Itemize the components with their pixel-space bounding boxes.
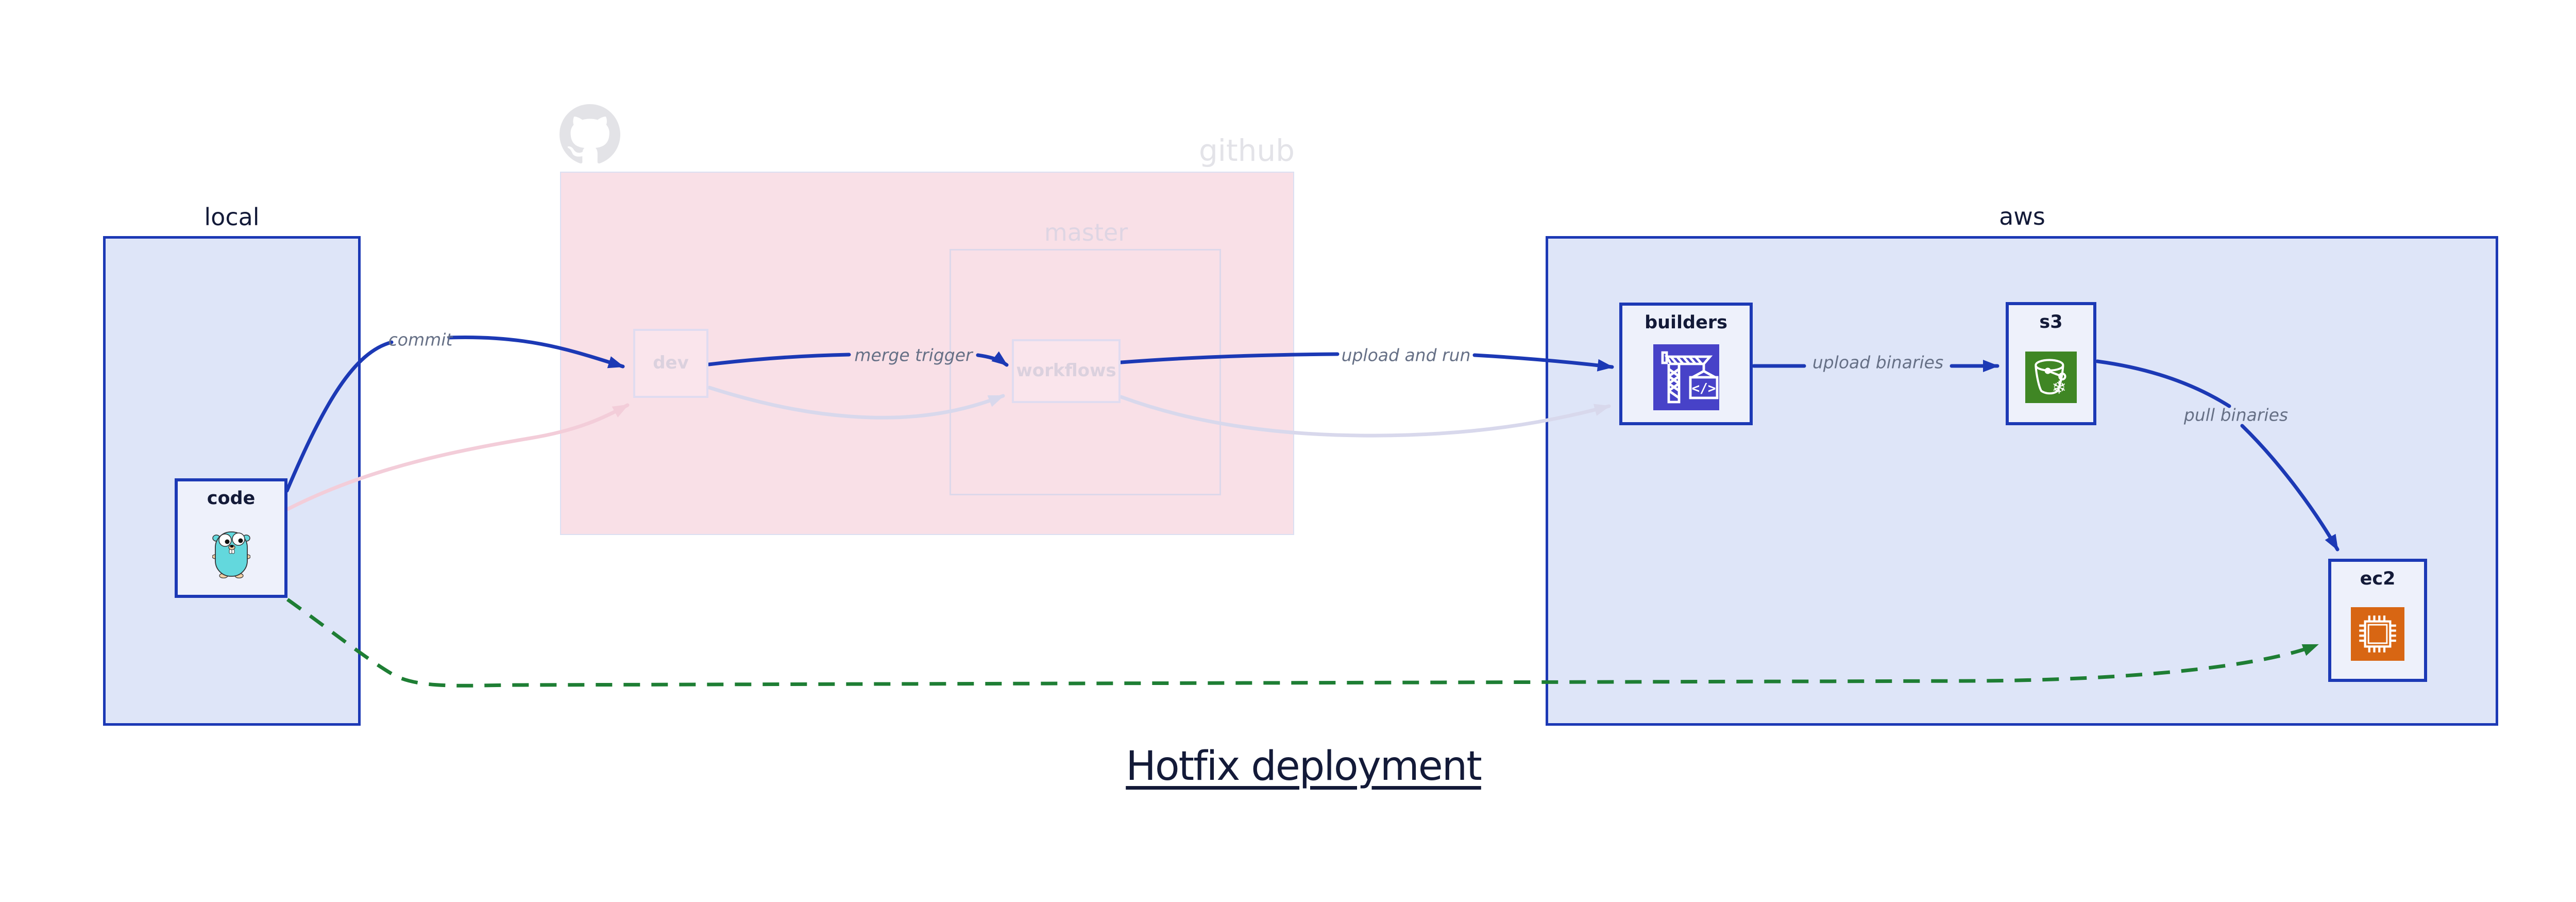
cluster-label-master: master	[1044, 219, 1128, 246]
node-ec2-label: ec2	[2360, 569, 2396, 589]
ec2-chip-icon	[2331, 589, 2424, 679]
codebuild-crane-icon: </>	[1622, 333, 1750, 423]
node-dev-label: dev	[653, 353, 689, 374]
node-builders-label: builders	[1645, 312, 1727, 333]
node-s3: s3 ❄	[2006, 302, 2096, 425]
node-workflows-label: workflows	[1016, 360, 1116, 381]
svg-text:❄: ❄	[2052, 377, 2066, 398]
cluster-label-aws: aws	[1999, 203, 2045, 230]
node-code-label: code	[207, 488, 256, 509]
node-workflows: workflows	[1012, 339, 1121, 403]
svg-text:</>: </>	[1691, 381, 1716, 396]
github-octocat-icon	[560, 104, 620, 164]
node-builders: builders </>	[1619, 303, 1753, 425]
edge-label-commit: commit	[388, 329, 453, 350]
edge-label-pull-binaries: pull binaries	[2183, 405, 2289, 425]
edge-label-upload-and-run: upload and run	[1341, 345, 1471, 365]
edge-label-merge-trigger: merge trigger	[854, 345, 973, 365]
node-ec2: ec2	[2328, 559, 2427, 682]
diagram-title: Hotfix deployment	[1126, 743, 1482, 790]
node-s3-label: s3	[2039, 312, 2063, 332]
cluster-label-github: github	[1198, 133, 1295, 168]
cluster-master	[950, 249, 1221, 495]
node-dev: dev	[633, 329, 708, 398]
edge-label-upload-binaries: upload binaries	[1812, 352, 1944, 373]
node-code: code	[175, 478, 287, 598]
cluster-label-local: local	[204, 203, 260, 231]
s3-glacier-bucket-icon: ❄	[2009, 332, 2093, 423]
go-gopher-icon	[178, 509, 284, 595]
